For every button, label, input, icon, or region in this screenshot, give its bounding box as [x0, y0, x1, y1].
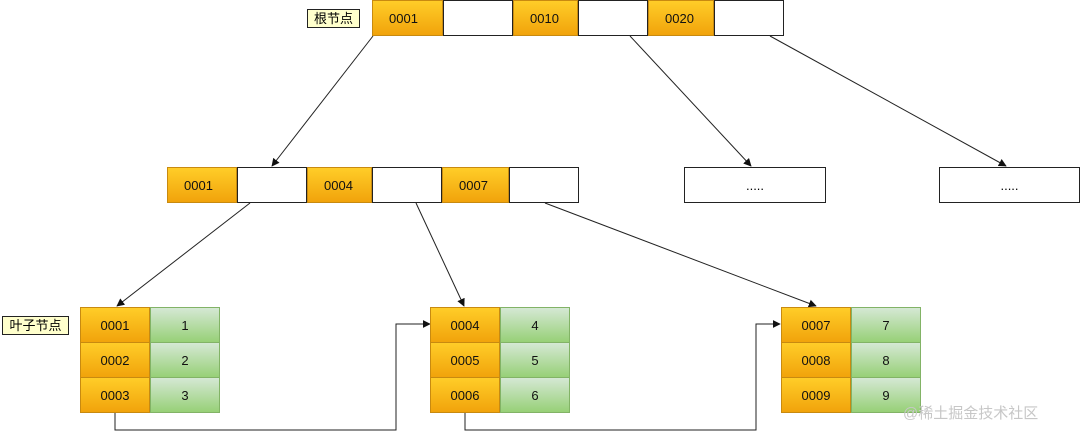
- leaf-key: 0001: [80, 307, 150, 343]
- root-pointer: [714, 0, 784, 36]
- leaf-value: 7: [851, 307, 921, 343]
- leaf-key: 0006: [430, 377, 500, 413]
- leaf-key: 0003: [80, 377, 150, 413]
- root-node-label: 根节点: [307, 9, 360, 28]
- leaf-value: 1: [150, 307, 220, 343]
- placeholder-node: .....: [684, 167, 826, 203]
- leaf-value: 9: [851, 377, 921, 413]
- leaf-link-1-to-2: [114, 320, 431, 431]
- internal-key: 0004: [307, 167, 372, 203]
- leaf-key: 0004: [430, 307, 500, 343]
- leaf-value: 3: [150, 377, 220, 413]
- internal-pointer: [509, 167, 579, 203]
- arrow-internal-to-leaf-2: [415, 202, 465, 307]
- leaf-value: 2: [150, 342, 220, 378]
- root-key: 0010: [513, 0, 578, 36]
- internal-key: 0001: [167, 167, 237, 203]
- arrow-internal-to-leaf-3: [544, 202, 817, 308]
- internal-key: 0007: [442, 167, 509, 203]
- arrow-internal-to-leaf-1: [116, 202, 251, 307]
- root-key: 0001: [372, 0, 443, 36]
- leaf-value: 8: [851, 342, 921, 378]
- watermark: @稀土掘金技术社区: [903, 405, 1039, 422]
- leaf-key: 0002: [80, 342, 150, 378]
- leaf-key: 0005: [430, 342, 500, 378]
- arrow-root-to-internal: [271, 35, 374, 167]
- leaf-value: 6: [500, 377, 570, 413]
- leaf-key: 0008: [781, 342, 851, 378]
- root-pointer: [578, 0, 648, 36]
- internal-pointer: [237, 167, 307, 203]
- internal-pointer: [372, 167, 442, 203]
- leaf-key: 0007: [781, 307, 851, 343]
- leaf-key: 0009: [781, 377, 851, 413]
- leaf-value: 4: [500, 307, 570, 343]
- root-pointer: [443, 0, 513, 36]
- leaf-link-2-to-3: [464, 320, 781, 431]
- arrow-root-to-placeholder-2: [769, 35, 1007, 167]
- root-key: 0020: [648, 0, 714, 36]
- leaf-node-label: 叶子节点: [2, 316, 69, 335]
- arrow-root-to-placeholder-1: [629, 35, 752, 167]
- leaf-value: 5: [500, 342, 570, 378]
- placeholder-node: .....: [939, 167, 1080, 203]
